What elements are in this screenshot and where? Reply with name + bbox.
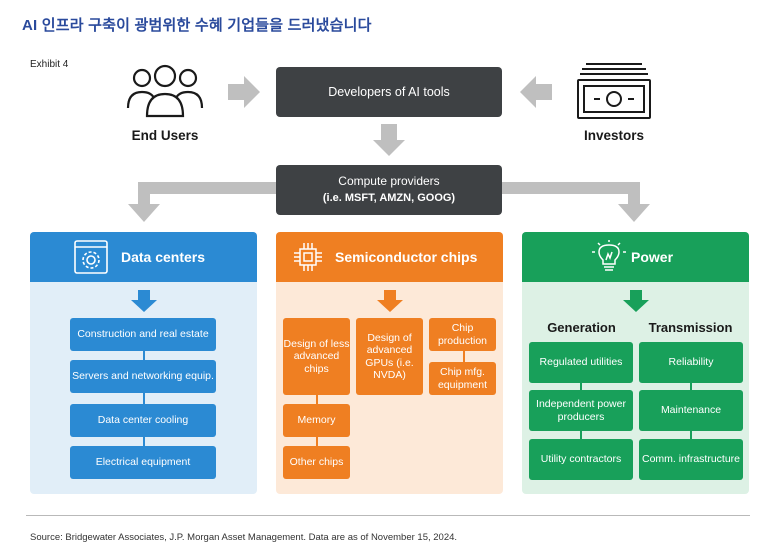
users-icon xyxy=(126,64,204,118)
arrow-left-icon xyxy=(520,76,552,108)
comm-infrastructure-box: Comm. infrastructure xyxy=(639,439,743,480)
compute-providers-box: Compute providers (i.e. MSFT, AMZN, GOOG… xyxy=(276,165,502,215)
chip-icon xyxy=(294,243,322,271)
semiconductor-panel: Semiconductor chips Design of less advan… xyxy=(276,232,503,494)
regulated-utilities-box: Regulated utilities xyxy=(529,342,633,383)
data-centers-connector xyxy=(143,332,145,460)
developers-label: Developers of AI tools xyxy=(328,85,450,99)
chips-col3-connector xyxy=(463,342,465,372)
elbow-arrow-left-icon xyxy=(128,182,276,222)
other-chips-box: Other chips xyxy=(283,446,350,479)
data-centers-panel: Data centers Construction and real estat… xyxy=(30,232,257,494)
page-title: AI 인프라 구축이 광범위한 수혜 기업들을 드러냈습니다 xyxy=(22,17,372,34)
chip-mfg-equipment-box: Chip mfg. equipment xyxy=(429,362,496,395)
blue-arrow-down-icon xyxy=(131,290,157,312)
compute-providers-examples: (i.e. MSFT, AMZN, GOOG) xyxy=(322,192,456,204)
data-centers-title: Data centers xyxy=(121,249,206,265)
transmission-heading: Transmission xyxy=(648,320,733,335)
reliability-box: Reliability xyxy=(639,342,743,383)
power-title: Power xyxy=(631,249,674,265)
gear-icon xyxy=(74,240,108,274)
maintenance-box: Maintenance xyxy=(639,390,743,431)
independent-power-box: Independent power producers xyxy=(529,390,633,431)
compute-providers-label: Compute providers xyxy=(338,174,440,188)
semiconductor-header: Semiconductor chips xyxy=(276,232,503,282)
end-users-label: End Users xyxy=(131,128,199,143)
green-arrow-down-icon xyxy=(623,290,649,312)
chip-production-box: Chip production xyxy=(429,318,496,351)
construction-box: Construction and real estate xyxy=(70,318,216,351)
cooling-box: Data center cooling xyxy=(70,404,216,437)
semiconductor-title: Semiconductor chips xyxy=(335,249,478,265)
data-centers-header: Data centers xyxy=(30,232,257,282)
memory-box: Memory xyxy=(283,404,350,437)
exhibit-label: Exhibit 4 xyxy=(30,59,69,70)
orange-arrow-down-icon xyxy=(377,290,403,312)
advanced-gpus-box: Design of advanced GPUs (i.e. NVDA) xyxy=(356,318,423,395)
servers-box: Servers and networking equip. xyxy=(70,360,216,393)
lightbulb-icon xyxy=(592,240,626,271)
power-panel: Power Generation Transmission Regulated … xyxy=(522,232,749,494)
money-icon xyxy=(577,63,651,119)
generation-heading: Generation xyxy=(547,320,616,335)
developers-box: Developers of AI tools xyxy=(276,67,502,117)
investors-label: Investors xyxy=(583,128,645,143)
elbow-arrow-right-icon xyxy=(502,182,650,222)
less-advanced-chips-box: Design of less advanced chips xyxy=(283,318,350,395)
utility-contractors-box: Utility contractors xyxy=(529,439,633,480)
arrow-right-icon xyxy=(228,76,260,108)
power-header: Power xyxy=(522,232,749,282)
electrical-box: Electrical equipment xyxy=(70,446,216,479)
divider xyxy=(26,515,750,516)
arrow-down-icon xyxy=(373,124,405,156)
source-note: Source: Bridgewater Associates, J.P. Mor… xyxy=(30,532,458,543)
